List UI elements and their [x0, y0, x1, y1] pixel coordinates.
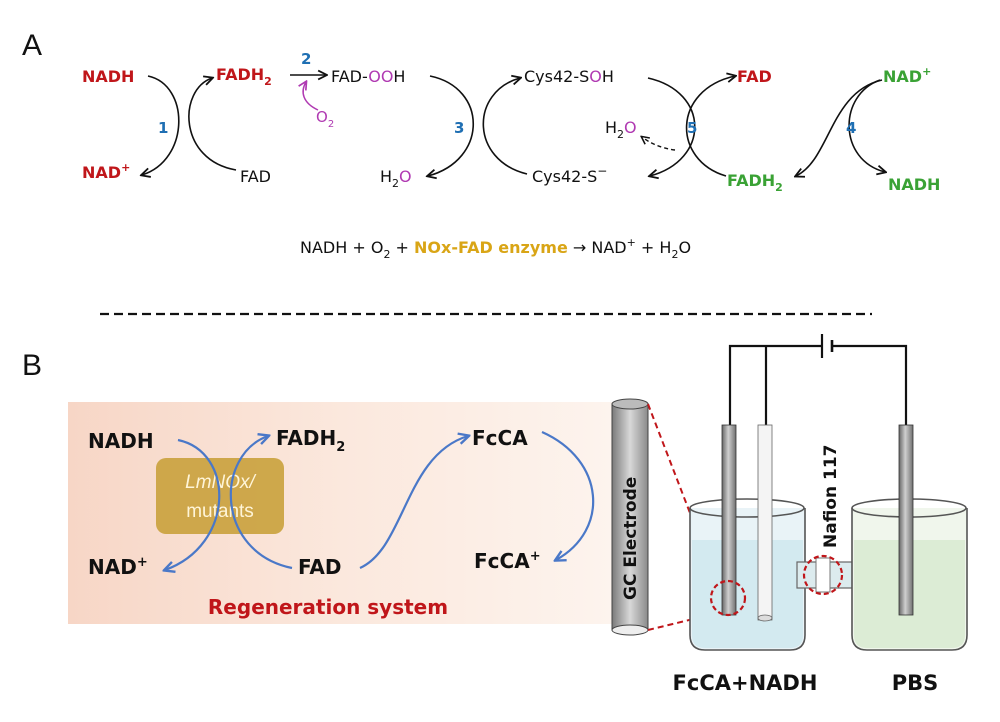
counter-electrode: [898, 424, 914, 616]
gc-electrode-label: GC Electrode: [621, 477, 641, 600]
nafion-membrane: [815, 557, 831, 593]
gc-electrode-rod: [611, 403, 649, 631]
cell-left-label: FcCA+NADH: [673, 671, 818, 695]
panel-b-label: B: [22, 349, 42, 382]
panel-a-label: A: [22, 29, 42, 62]
nadh-in: NADH: [82, 67, 134, 86]
b-fadh2: FADH2: [276, 426, 345, 455]
fadh2-green: FADH2: [727, 171, 783, 194]
cycle3-arrow-left: [428, 75, 475, 176]
regeneration-label: Regeneration system: [208, 595, 448, 619]
wire-left: [728, 344, 822, 425]
cell-right-label: PBS: [892, 671, 939, 695]
nad-green: NAD+: [883, 65, 931, 86]
b-fad: FAD: [298, 555, 341, 579]
step-3: 3: [454, 119, 464, 137]
nad-out: NAD+: [82, 161, 130, 182]
b-cycle1-left-arrow: [165, 438, 221, 570]
b-cycle1-right-arrow: [229, 436, 293, 570]
b-cycle2-left-arrow: [359, 436, 468, 570]
beaker-left-rim: [689, 498, 805, 518]
membrane-circle: [802, 554, 844, 596]
working-electrode: [721, 424, 737, 616]
o2-label: O2: [316, 108, 334, 130]
b-electrode-arrow: [541, 430, 595, 560]
cycle5-arrow-right: [648, 77, 696, 176]
reference-electrode-tip: [757, 614, 773, 622]
step-4: 4: [846, 119, 856, 137]
nafion-label: Nafion 117: [821, 445, 841, 549]
b-nad: NAD+: [88, 555, 148, 579]
cycle4-arrow-left: [796, 79, 883, 176]
nadh-green: NADH: [888, 175, 940, 194]
h2o-mid: H2O: [605, 118, 637, 141]
fadh2-red: FADH2: [216, 65, 272, 88]
enzyme-line2: mutants: [186, 501, 254, 522]
cycle1-arrow-right: [188, 78, 237, 171]
step-5: 5: [687, 119, 697, 137]
wire-right: [832, 344, 908, 425]
gc-electrode-top: [611, 398, 649, 410]
fad-ooh: FAD-OOH: [331, 67, 405, 86]
fad-red: FAD: [737, 67, 772, 86]
cycle5-arrow-left: [685, 76, 735, 177]
gc-electrode-bottom: [611, 624, 649, 636]
b-fcca-plus: FcCA+: [474, 549, 541, 573]
step-1: 1: [158, 119, 168, 137]
zoom-circle: [709, 579, 747, 617]
b-fcca: FcCA: [472, 426, 528, 450]
cycle4-arrow-right: [848, 79, 885, 172]
equation: NADH + O2 + NOx-FAD enzyme → NAD+ + H2O: [300, 236, 691, 261]
cycle1-arrow-left: [142, 75, 180, 175]
o2-arrow: [303, 82, 319, 111]
step-2: 2: [301, 50, 311, 68]
cys-soh: Cys42-SOH: [524, 67, 614, 86]
b-nadh: NADH: [88, 429, 154, 453]
cys-s-minus: Cys42-S−: [532, 164, 607, 186]
h2o-dashed-arrow: [642, 137, 676, 151]
enzyme-line1: LmNOx/: [185, 472, 256, 493]
fad-bottom: FAD: [240, 167, 271, 186]
h2o-left: H2O: [380, 167, 412, 190]
cycle3-arrow-right: [482, 78, 528, 175]
reference-electrode: [757, 424, 773, 621]
beaker-left-liquid: [692, 540, 803, 648]
